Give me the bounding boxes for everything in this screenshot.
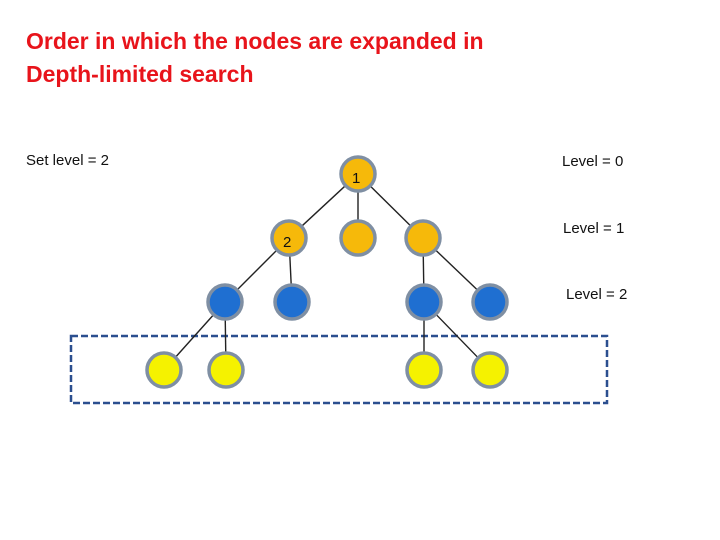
tree-edge-n3-n7 xyxy=(434,249,479,291)
tree-node-circle xyxy=(471,283,509,321)
tree-edge-n4-n8 xyxy=(174,314,215,358)
set-level-label: Set level = 2 xyxy=(26,152,109,169)
tree-edge-n6-n11 xyxy=(435,313,479,359)
level-2-label: Level = 2 xyxy=(566,286,628,303)
tree-node-level-3 xyxy=(207,351,245,389)
tree-node-circle xyxy=(270,219,308,257)
tree-node-circle xyxy=(405,351,443,389)
tree-node-circle xyxy=(273,283,311,321)
tree-node-circle xyxy=(145,351,183,389)
tree-edge-n1-n5 xyxy=(289,254,292,286)
tree-node-level-0: 1 xyxy=(339,155,377,193)
level-0-label: Level = 0 xyxy=(562,153,624,170)
title-line-1: Order in which the nodes are expanded in xyxy=(26,28,484,54)
tree-node-level-3 xyxy=(471,351,509,389)
tree-edge-n1-n4 xyxy=(236,249,278,291)
tree-node-level-2 xyxy=(405,283,443,321)
tree-node-order-label: 1 xyxy=(352,170,360,187)
tree-node-circle xyxy=(339,219,377,257)
page-title: Order in which the nodes are expanded in… xyxy=(26,25,586,91)
tree-node-circle xyxy=(405,283,443,321)
tree-node-circle xyxy=(471,351,509,389)
tree-edge-n4-n9 xyxy=(224,318,227,354)
tree-node-level-1: 2 xyxy=(270,219,308,257)
tree-node-circle xyxy=(206,283,244,321)
tree-node-order-label: 2 xyxy=(283,234,291,251)
tree-edge-n0-n1 xyxy=(300,185,347,227)
tree-node-circle xyxy=(404,219,442,257)
tree-node-circle xyxy=(207,351,245,389)
level-1-label: Level = 1 xyxy=(563,220,625,237)
tree-node-level-1 xyxy=(339,219,377,257)
depth-limit-dashed-box xyxy=(69,334,609,405)
tree-node-level-3 xyxy=(145,351,183,389)
tree-node-circle xyxy=(339,155,377,193)
tree-node-level-1 xyxy=(404,219,442,257)
title-line-2: Depth-limited search xyxy=(26,61,254,87)
tree-node-level-2 xyxy=(273,283,311,321)
tree-node-level-3 xyxy=(405,351,443,389)
tree-node-level-2 xyxy=(471,283,509,321)
tree-edge-n0-n3 xyxy=(369,185,412,227)
tree-node-level-2 xyxy=(206,283,244,321)
